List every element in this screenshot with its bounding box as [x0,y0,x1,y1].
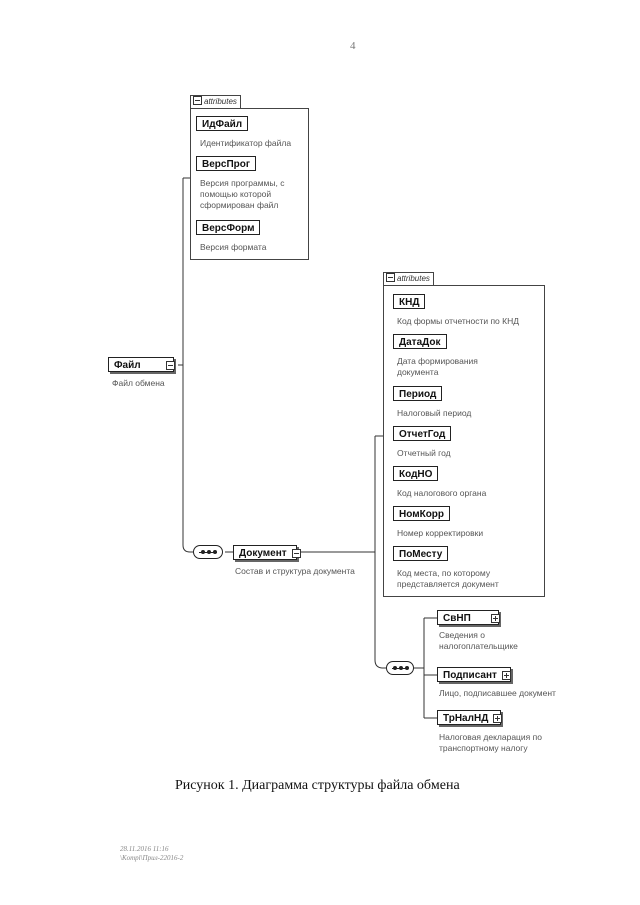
node-document[interactable]: Документ [233,545,297,560]
sequence-icon [386,661,414,675]
attr-nomkorr[interactable]: НомКорр [393,506,451,521]
node-trnalnd-desc: Налоговая декларация по транспортному на… [439,732,542,753]
node-document-desc: Состав и структура документа [235,566,355,576]
page-number: 4 [350,40,356,52]
doc-attributes-tab[interactable]: attributes [383,272,434,285]
attr-otchetgod[interactable]: ОтчетГод [393,426,452,441]
attr-versprog[interactable]: ВерсПрог [196,156,257,171]
attr-pomestu-desc: Код места, по которому представляется до… [397,568,499,589]
expand-icon[interactable] [491,614,500,623]
sequence-icon [193,545,223,559]
collapse-icon[interactable] [386,273,395,282]
node-svnp[interactable]: СвНП [437,610,499,625]
attr-datadok[interactable]: ДатаДок [393,334,447,349]
node-svnp-desc: Сведения о налогоплательщике [439,630,518,651]
collapse-icon[interactable] [166,361,175,370]
node-podpisant-desc: Лицо, подписавшее документ [439,688,556,698]
footer-stamp: 28.11.2016 11:16 \Kompl\Прил-22016-2 [120,845,184,862]
node-file[interactable]: Файл [108,357,174,372]
attr-pomestu[interactable]: ПоМесту [393,546,449,561]
attr-otchetgod-desc: Отчетный год [397,448,451,458]
attr-kodno-desc: Код налогового органа [397,488,487,498]
attr-versform[interactable]: ВерсФорм [196,220,261,235]
attr-period-desc: Налоговый период [397,408,472,418]
attr-idfile-desc: Идентификатор файла [200,138,292,148]
attr-datadok-desc: Дата формирования документа [397,356,478,377]
attr-idfile[interactable]: ИдФайл [196,116,249,131]
attr-versprog-desc: Версия программы, с помощью которой сфор… [200,178,285,210]
attr-kodno[interactable]: КодНО [393,466,439,481]
attr-knd-desc: Код формы отчетности по КНД [397,316,519,326]
attr-knd[interactable]: КНД [393,294,426,309]
attr-period[interactable]: Период [393,386,443,401]
attr-nomkorr-desc: Номер корректировки [397,528,484,538]
node-file-desc: Файл обмена [112,378,165,388]
collapse-icon[interactable] [292,549,301,558]
expand-icon[interactable] [493,714,502,723]
attr-versform-desc: Версия формата [200,242,267,252]
figure-caption: Рисунок 1. Диаграмма структуры файла обм… [175,778,460,793]
node-trnalnd[interactable]: ТрНалНД [437,710,501,725]
expand-icon[interactable] [502,671,511,680]
collapse-icon[interactable] [193,96,202,105]
node-podpisant[interactable]: Подписант [437,667,511,682]
file-attributes-tab[interactable]: attributes [190,95,241,108]
doc-attributes-group [383,285,545,597]
